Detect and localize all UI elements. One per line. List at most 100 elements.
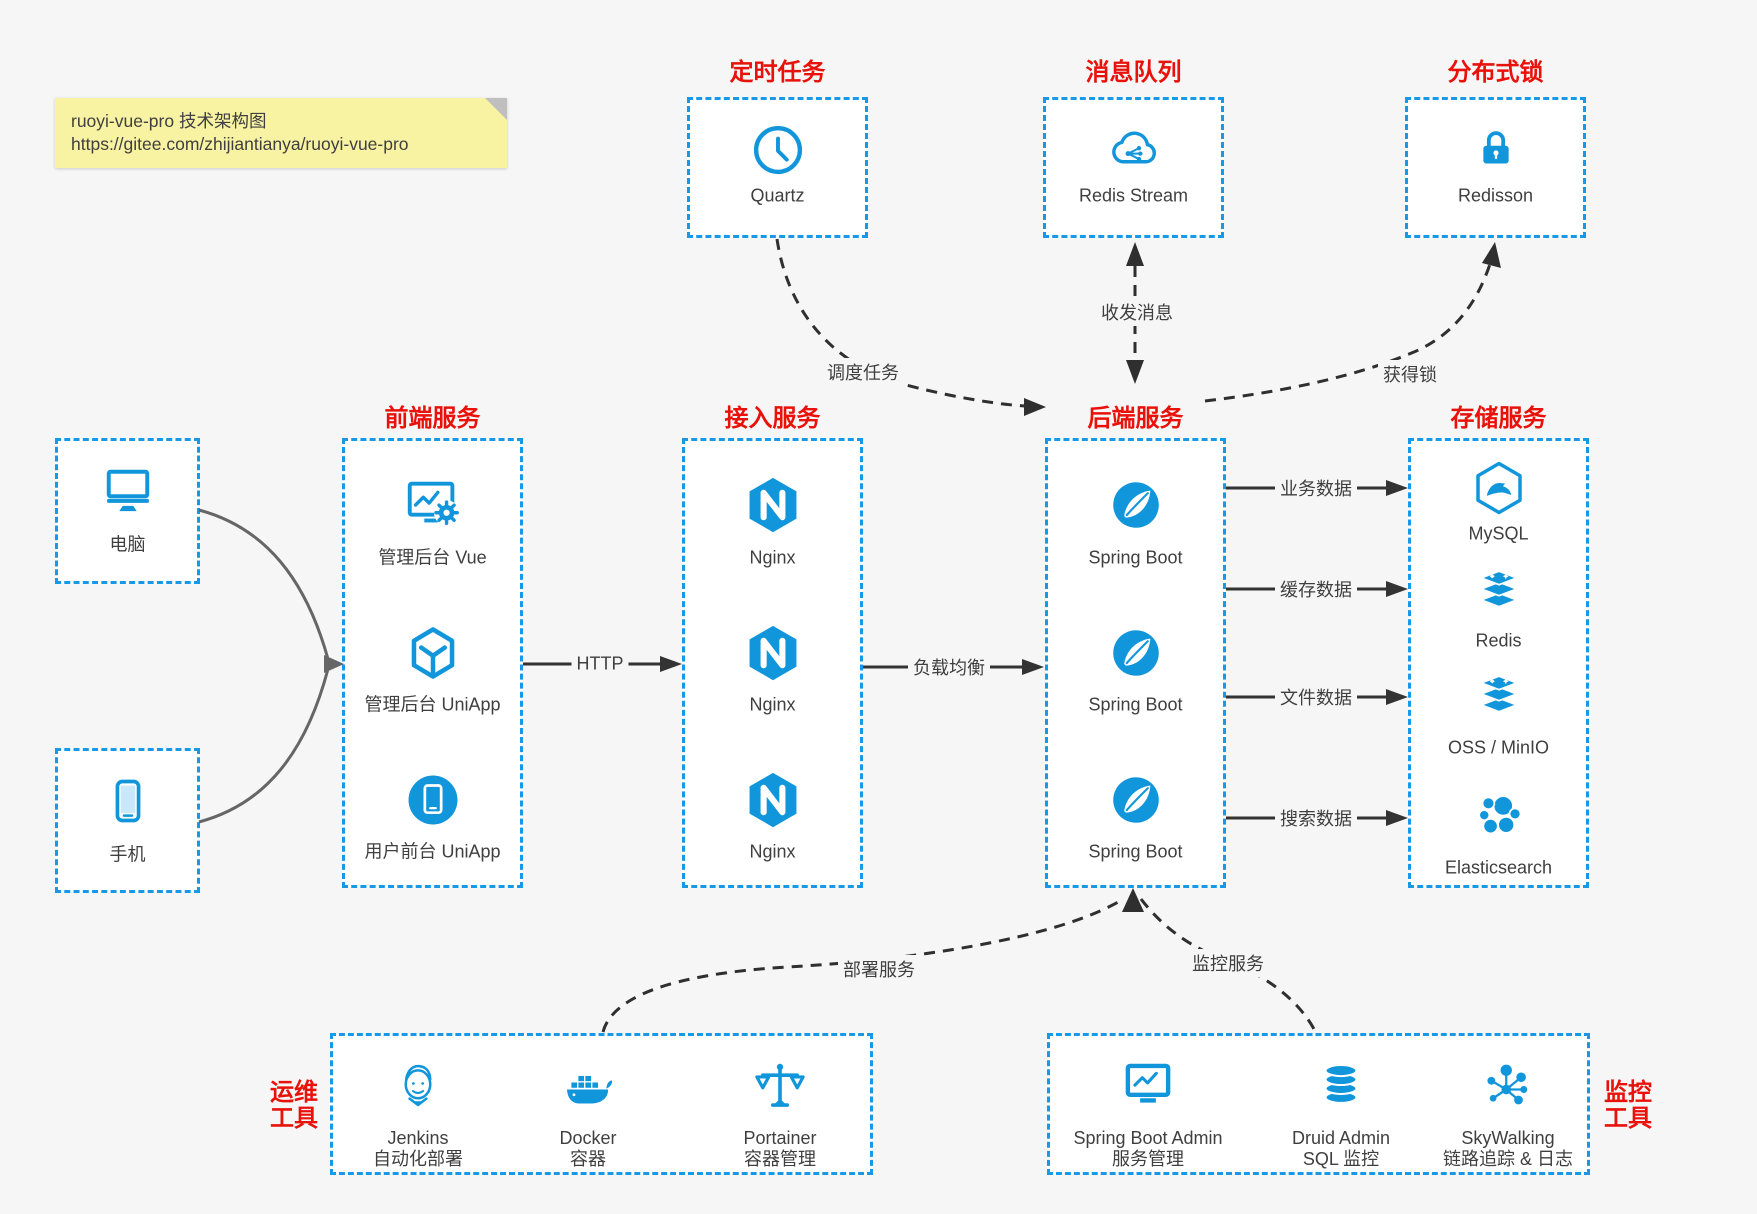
http-arrowhead: [660, 656, 682, 672]
scheduler-box: Quartz: [687, 97, 868, 238]
http-label: HTTP: [571, 652, 629, 676]
nginx-icon: [743, 770, 803, 830]
spring-boot-icon: [1109, 773, 1163, 827]
quartz-clock-icon: [750, 122, 806, 178]
file-arrowhead: [1386, 689, 1408, 705]
search-arrowhead: [1386, 810, 1408, 826]
elasticsearch-cluster-icon: [1472, 789, 1526, 843]
storage-title: 存储服务: [1450, 405, 1547, 432]
lb-arrowhead: [1022, 659, 1044, 675]
deploy-curve: [601, 899, 1121, 1033]
mq-title: 消息队列: [1085, 59, 1182, 86]
gateway-title: 接入服务: [724, 405, 821, 432]
ops-item-label: Docker 容器: [559, 1128, 617, 1169]
redisson-lock-icon: [1469, 123, 1523, 177]
monitor-tools-box: Spring Boot Admin 服务管理 Druid Admin SQL 监…: [1047, 1033, 1590, 1175]
lock-arrowhead: [1482, 242, 1501, 268]
cache-arrowhead: [1386, 581, 1408, 597]
spring-boot-icon: [1109, 626, 1163, 680]
sticky-note: ruoyi-vue-pro 技术架构图 https://gitee.com/zh…: [55, 98, 507, 168]
message-label: 收发消息: [1096, 298, 1178, 326]
lb-label: 负载均衡: [908, 653, 990, 681]
client-arrowhead: [324, 655, 344, 673]
note-fold-corner: [485, 98, 507, 120]
lock-edge-label: 获得锁: [1378, 360, 1442, 388]
storage-item-label: OSS / MinIO: [1447, 737, 1550, 758]
cache-data-label: 缓存数据: [1275, 575, 1357, 603]
gateway-box: Nginx Nginx Nginx: [682, 438, 863, 888]
nginx-icon: [743, 475, 803, 535]
storage-box: MySQL Redis OSS / MinIO: [1408, 438, 1589, 888]
ops-item-label: Portainer 容器管理: [743, 1128, 817, 1169]
frontend-item-label: 管理后台 UniApp: [364, 694, 501, 715]
mobile-box: 手机: [55, 748, 200, 893]
message-arrowhead-up: [1126, 242, 1144, 266]
lock-title: 分布式锁: [1447, 59, 1544, 86]
spring-boot-icon: [1109, 478, 1163, 532]
druid-database-icon: [1315, 1060, 1367, 1112]
deploy-label: 部署服务: [838, 955, 920, 983]
spring-boot-admin-monitor-icon: [1120, 1058, 1176, 1114]
note-line2: https://gitee.com/zhijiantianya/ruoyi-vu…: [71, 134, 409, 154]
frontend-title: 前端服务: [384, 405, 481, 432]
monitor-item-label: Spring Boot Admin 服务管理: [1073, 1128, 1223, 1169]
uniapp-cube-icon: [404, 624, 462, 682]
file-data-label: 文件数据: [1275, 683, 1357, 711]
monitor-tools-title: 监控 工具: [1604, 1079, 1652, 1132]
mobile-to-frontend-curve: [198, 668, 330, 824]
pc-label: 电脑: [109, 534, 146, 555]
ops-tools-title: 运维 工具: [270, 1079, 318, 1132]
message-arrowhead-down: [1126, 360, 1144, 384]
user-uniapp-circle-phone-icon: [404, 771, 462, 829]
backend-box: Spring Boot Spring Boot Spring Boot: [1045, 438, 1226, 888]
schedule-arrowhead: [1024, 398, 1046, 416]
note-line1: ruoyi-vue-pro 技术架构图: [71, 111, 267, 131]
skywalking-topology-icon: [1480, 1058, 1536, 1114]
ops-tools-box: Jenkins 自动化部署 Docker 容器: [330, 1033, 873, 1175]
nginx-icon: [743, 623, 803, 683]
scheduler-label: Quartz: [750, 185, 805, 206]
search-data-label: 搜索数据: [1275, 804, 1357, 832]
portainer-scales-icon: [751, 1057, 809, 1115]
admin-vue-monitor-gear-icon: [402, 474, 464, 536]
frontend-box: 管理后台 Vue 管理后台 UniApp 用户前台 UniApp: [342, 438, 523, 888]
monitor-item-label: SkyWalking 链路追踪 & 日志: [1442, 1128, 1574, 1169]
gateway-item-label: Nginx: [749, 841, 796, 862]
backend-title: 后端服务: [1087, 405, 1184, 432]
docker-whale-icon: [560, 1058, 616, 1114]
redis-stack-icon: [1472, 567, 1526, 621]
monitor-item-label: Druid Admin SQL 监控: [1291, 1128, 1391, 1169]
deploy-monitor-arrowhead: [1122, 888, 1144, 912]
desktop-icon: [100, 463, 156, 519]
gateway-item-label: Nginx: [749, 547, 796, 568]
biz-arrowhead: [1386, 480, 1408, 496]
frontend-item-label: 管理后台 Vue: [378, 547, 487, 568]
monitor-edge-label: 监控服务: [1187, 949, 1269, 977]
lock-box: Redisson: [1405, 97, 1586, 238]
backend-item-label: Spring Boot: [1088, 841, 1183, 862]
mysql-hexagon-dolphin-icon: [1471, 460, 1527, 516]
pc-box: 电脑: [55, 438, 200, 584]
backend-item-label: Spring Boot: [1088, 694, 1183, 715]
lock-label: Redisson: [1457, 185, 1534, 206]
gateway-item-label: Nginx: [749, 694, 796, 715]
mq-box: Redis Stream: [1043, 97, 1224, 238]
frontend-item-label: 用户前台 UniApp: [364, 841, 501, 862]
biz-data-label: 业务数据: [1275, 474, 1357, 502]
redis-stream-cloud-icon: [1105, 121, 1163, 179]
pc-to-frontend-curve: [198, 508, 330, 660]
storage-item-label: Elasticsearch: [1444, 857, 1553, 878]
phone-icon: [102, 775, 154, 827]
scheduler-title: 定时任务: [729, 59, 826, 86]
storage-item-label: MySQL: [1468, 523, 1529, 544]
storage-item-label: Redis: [1475, 630, 1522, 651]
mobile-label: 手机: [109, 844, 146, 865]
backend-item-label: Spring Boot: [1088, 547, 1183, 568]
mq-label: Redis Stream: [1078, 185, 1189, 206]
ops-item-label: Jenkins 自动化部署: [373, 1128, 463, 1169]
jenkins-butler-icon: [391, 1059, 445, 1113]
oss-minio-stack-icon: [1472, 672, 1526, 726]
schedule-label: 调度任务: [822, 358, 904, 386]
